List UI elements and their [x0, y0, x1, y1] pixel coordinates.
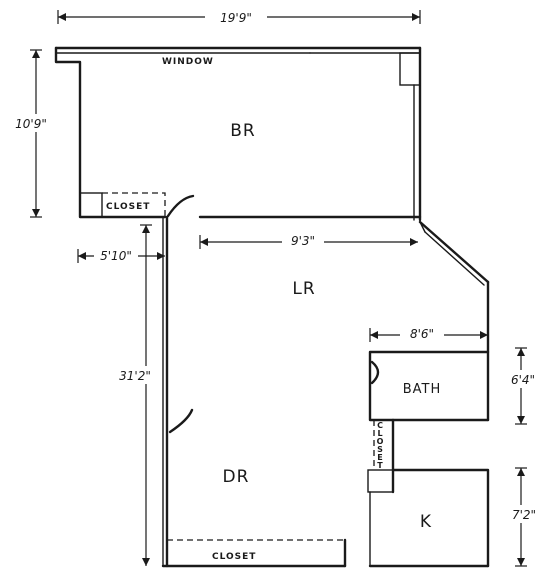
dimension-bath-depth: 6'4" [500, 347, 546, 425]
hall-closet-letter: S [377, 445, 383, 454]
bath-door-swing [370, 360, 380, 385]
bedroom-walls [54, 46, 422, 222]
kitchen-walls [343, 468, 490, 568]
left-wall [161, 215, 347, 568]
dining-closet-label: CLOSET [212, 552, 256, 562]
dimension-label: 6'4" [511, 373, 535, 387]
dimension-label: 19'9" [220, 11, 252, 25]
hall-closet: C L O S E T [367, 418, 395, 494]
room-label-kitchen: K [420, 512, 432, 532]
dimension-overall-width: 19'9" [57, 7, 421, 25]
bedroom-closet: CLOSET [79, 192, 166, 218]
dimension-label: 9'3" [291, 234, 315, 248]
hall-closet-letter: T [377, 461, 383, 470]
room-label-bedroom: BR [230, 121, 255, 141]
dimension-label: 7'2" [512, 508, 536, 522]
dimension-kitchen-depth: 7'2" [502, 467, 546, 567]
dimension-label: 8'6" [410, 327, 434, 341]
hall-closet-letter: E [377, 453, 382, 462]
bath-walls [368, 350, 490, 422]
dimension-living-room-width: 9'3" [199, 232, 418, 249]
dimension-label: 10'9" [15, 117, 47, 131]
room-label-bath: BATH [403, 382, 442, 397]
dimension-label: 31'2" [119, 369, 151, 383]
dimension-label: 5'10" [100, 249, 132, 263]
hall-closet-letter: L [377, 429, 382, 438]
hall-closet-letter: C [377, 421, 383, 430]
dining-closet: CLOSET [167, 539, 345, 562]
dimension-closet-width: 5'10" [77, 247, 165, 263]
bedroom-door-swing [166, 194, 195, 218]
bedroom-window: WINDOW [54, 46, 422, 67]
dimension-side-length: 31'2" [110, 224, 160, 566]
dimension-bath-width: 8'6" [369, 325, 488, 342]
window-label: WINDOW [162, 57, 214, 67]
hall-closet-letter: O [377, 437, 384, 446]
dimension-bedroom-depth: 10'9" [6, 49, 56, 218]
room-label-dining-room: DR [223, 467, 250, 487]
room-label-living-room: LR [292, 279, 315, 299]
bedroom-closet-label: CLOSET [106, 202, 150, 212]
dining-door-swing [168, 408, 194, 434]
